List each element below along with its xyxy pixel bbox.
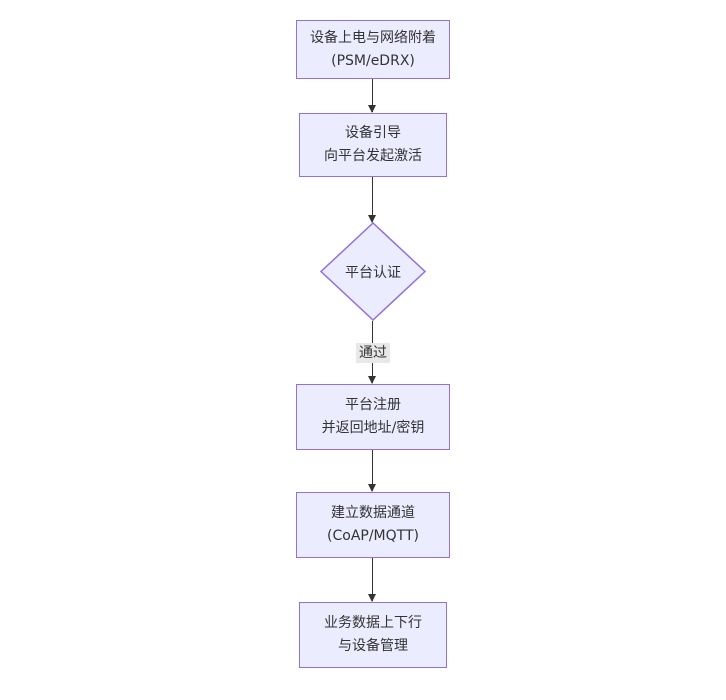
- node-label-line: 与设备管理: [338, 638, 408, 654]
- node-label-line: 平台认证: [345, 264, 401, 281]
- node-label-line: 设备上电与网络附着: [310, 29, 436, 46]
- node-platform-register: 平台注册 并返回地址/密钥: [296, 384, 450, 450]
- arrow-register-to-channel: [368, 450, 376, 492]
- node-device-power-attach: 设备上电与网络附着 (PSM/eDRX): [296, 20, 450, 79]
- node-label-line: 向平台发起激活: [324, 148, 422, 164]
- node-label-line: 并返回地址/密钥: [321, 420, 425, 436]
- node-label-line: (CoAP/MQTT): [327, 528, 419, 544]
- node-label-line: 业务数据上下行: [324, 615, 422, 631]
- node-platform-auth-decision: 平台认证: [320, 222, 426, 321]
- node-business-data-mgmt: 业务数据上下行 与设备管理: [299, 602, 447, 668]
- arrow-power-to-bootstrap: [368, 79, 376, 113]
- node-label-line: (PSM/eDRX): [331, 52, 415, 69]
- arrow-channel-to-business: [368, 558, 376, 602]
- node-label-line: 平台注册: [345, 397, 401, 413]
- diamond-shape-icon: [320, 222, 426, 321]
- node-label-line: 设备引导: [345, 125, 401, 141]
- edge-label-auth-pass: 通过: [356, 343, 390, 363]
- node-data-channel: 建立数据通道 (CoAP/MQTT): [296, 492, 450, 558]
- arrow-bootstrap-to-auth: [368, 177, 376, 223]
- node-device-bootstrap: 设备引导 向平台发起激活: [299, 113, 447, 177]
- node-label-line: 建立数据通道: [331, 505, 415, 521]
